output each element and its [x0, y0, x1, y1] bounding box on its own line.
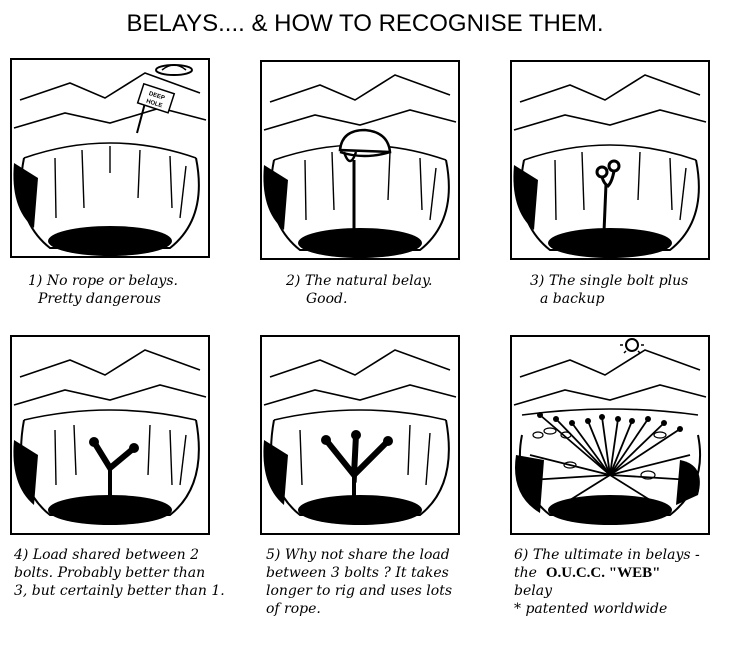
caption-6: 6) The ultimate in belays - the O.U.C.C.…	[514, 546, 700, 618]
caption-6-prefix: the	[514, 565, 537, 581]
panel-6-illustration	[510, 335, 710, 535]
panel-1-illustration: DEEP HOLE	[10, 58, 210, 258]
page-title: BELAYS.... & HOW TO RECOGNISE THEM.	[126, 10, 604, 37]
caption-4: 4) Load shared between 2 bolts. Probably…	[14, 546, 225, 600]
panel-2-illustration	[260, 60, 460, 260]
caption-3-line-1: 3) The single bolt plus	[530, 273, 689, 289]
web-belay-name: O.U.C.C. "WEB"	[545, 565, 661, 581]
caption-5-line-2: between 3 bolts ? It takes	[266, 565, 449, 581]
panel-single-bolt	[510, 60, 710, 260]
panel-two-bolts	[10, 335, 210, 535]
caption-1-line-1: 1) No rope or belays.	[28, 273, 178, 289]
caption-6-line-4: * patented worldwide	[514, 601, 668, 617]
caption-3-line-2: a backup	[540, 291, 605, 307]
caption-2-line-2: Good.	[306, 291, 348, 307]
panel-3-illustration	[510, 60, 710, 260]
caption-6-line-3: belay	[514, 583, 552, 599]
caption-4-line-2: bolts. Probably better than	[14, 565, 206, 581]
caption-5-line-1: 5) Why not share the load	[266, 547, 450, 563]
caption-5: 5) Why not share the load between 3 bolt…	[266, 546, 452, 618]
caption-6-line-2: the O.U.C.C. "WEB"	[514, 564, 700, 582]
caption-6-line-1: 6) The ultimate in belays -	[514, 547, 700, 563]
panel-three-bolts	[260, 335, 460, 535]
sign-text-1: DEEP	[148, 91, 165, 102]
panel-4-illustration	[10, 335, 210, 535]
panel-natural-belay	[260, 60, 460, 260]
panel-no-rope: DEEP HOLE	[10, 58, 210, 258]
caption-5-line-3: longer to rig and uses lots	[266, 583, 453, 599]
caption-2-line-1: 2) The natural belay.	[286, 273, 433, 289]
panel-5-illustration	[260, 335, 460, 535]
caption-4-line-3: 3, but certainly better than 1.	[14, 583, 225, 599]
caption-4-line-1: 4) Load shared between 2	[14, 547, 200, 563]
caption-1-line-2: Pretty dangerous	[38, 291, 161, 307]
caption-3: 3) The single bolt plus a backup	[530, 272, 688, 308]
caption-1: 1) No rope or belays. Pretty dangerous	[28, 272, 178, 308]
caption-5-line-4: of rope.	[266, 601, 321, 617]
panel-web-belay	[510, 335, 710, 535]
caption-2: 2) The natural belay. Good.	[286, 272, 432, 308]
sign-text-2: HOLE	[145, 99, 163, 110]
sun-icon	[620, 335, 644, 354]
